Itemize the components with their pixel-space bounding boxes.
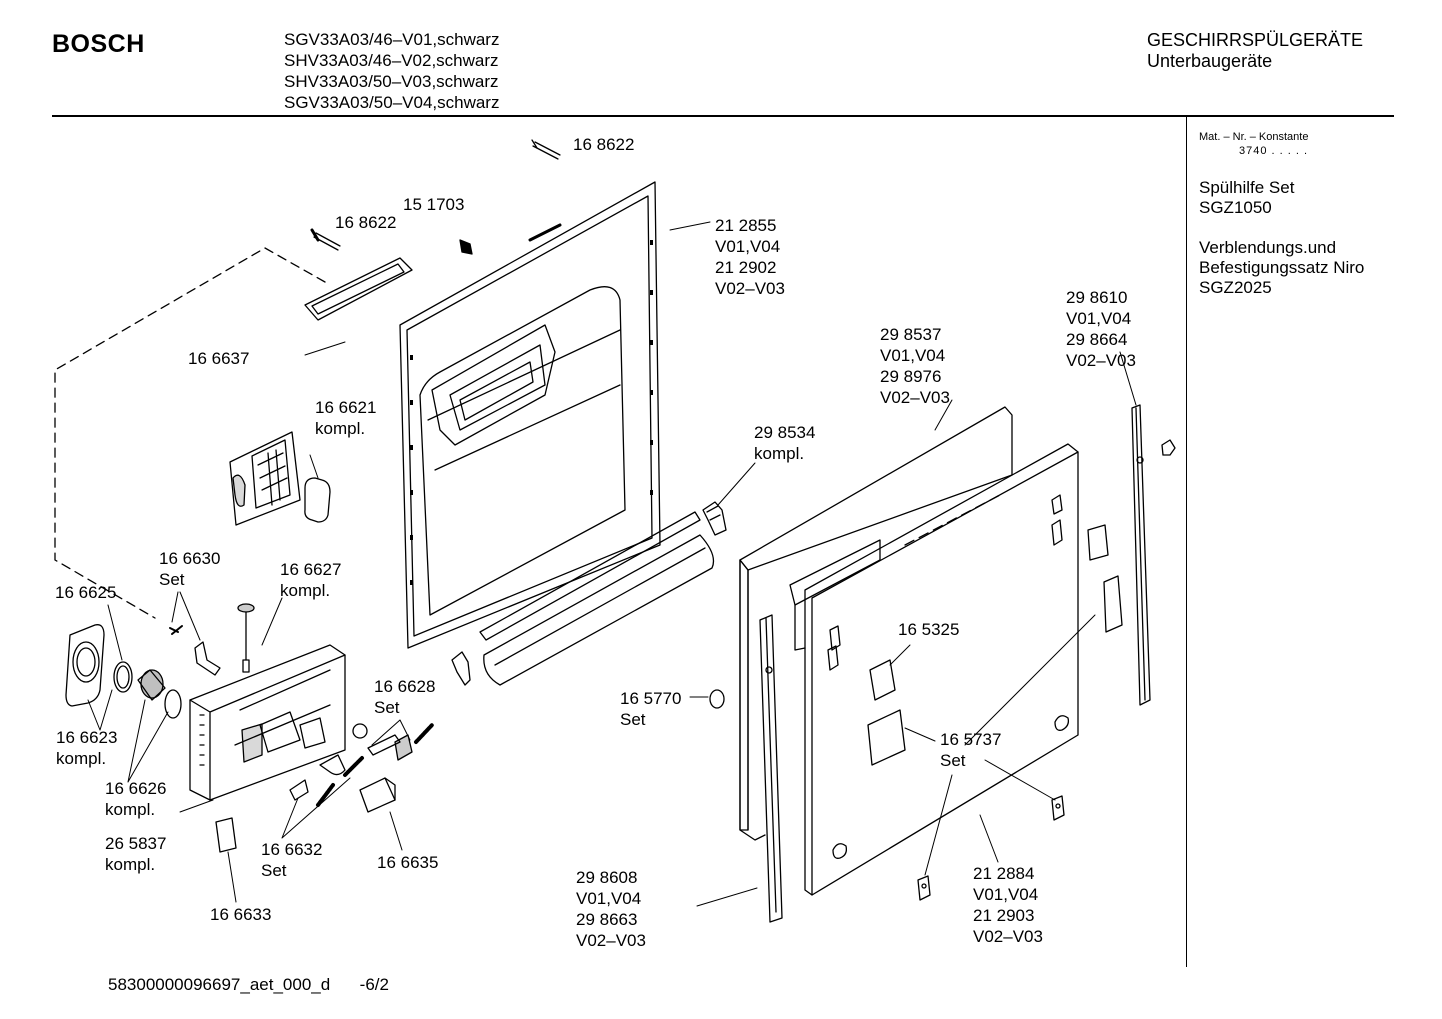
outer-door-panel <box>739 406 1013 841</box>
part-label: 16 8622 <box>573 135 635 154</box>
accessory-code: SGZ1050 <box>1199 198 1272 217</box>
dispenser-lid <box>229 431 301 526</box>
model-item: SHV33A03/46–V02,schwarz <box>284 51 499 70</box>
category-subtitle: Unterbaugeräte <box>1147 51 1273 71</box>
model-list: SGV33A03/46–V01,schwarz SHV33A03/46–V02,… <box>284 29 499 113</box>
accessory-line: Befestigungssatz Niro <box>1199 258 1365 277</box>
clip-small <box>215 817 237 853</box>
door-frame-panel <box>789 443 1079 896</box>
category-title: GESCHIRRSPÜLGERÄTE <box>1147 30 1364 50</box>
side-strip-left <box>759 614 783 923</box>
part-label: 16 6625 <box>55 583 117 602</box>
sidebar: Mat. – Nr. – Konstante 3740 . . . . . Sp… <box>1199 130 1364 298</box>
model-item: SHV33A03/50–V03,schwarz <box>284 72 499 91</box>
page-number: -6/2 <box>359 975 389 994</box>
bracket-part <box>1087 524 1123 633</box>
sidebar-divider <box>1186 117 1187 967</box>
knob-part <box>709 689 725 709</box>
part-label: 16 6637 <box>188 349 250 368</box>
footer: 58300000096697_aet_000_d -6/2 <box>108 975 389 995</box>
header-rule <box>52 115 1394 117</box>
screw-icon <box>459 239 473 255</box>
side-strip-right <box>1131 404 1151 706</box>
clip-part <box>702 501 727 536</box>
part-label: 16 6633 <box>210 905 272 924</box>
part-label: Set <box>620 710 646 729</box>
spring-part <box>169 625 183 635</box>
button-part <box>237 603 255 673</box>
seal-frame <box>304 257 413 321</box>
category-block: GESCHIRRSPÜLGERÄTE Unterbaugeräte <box>1147 30 1363 72</box>
screw-icon <box>310 228 341 251</box>
accessory-line: Verblendungs.und <box>1199 238 1337 257</box>
o-ring <box>164 689 182 719</box>
model-item: SGV33A03/50–V04,schwarz <box>284 93 500 112</box>
cap-part <box>137 669 166 701</box>
assembly-dashed-line <box>54 247 326 619</box>
accessory-item: Spülhilfe Set SGZ1050 <box>1199 178 1364 218</box>
hinge-foot <box>917 795 1065 901</box>
part-label: 16 6635 <box>377 853 439 872</box>
accessory-line: Spülhilfe Set <box>1199 178 1295 197</box>
part-label: 15 1703 <box>403 195 465 214</box>
lever-part <box>194 641 221 676</box>
inner-door-panel <box>399 181 661 649</box>
hinge-clip <box>451 651 471 686</box>
accessory-item: Verblendungs.und Befestigungssatz Niro S… <box>1199 238 1364 298</box>
doc-id: 58300000096697_aet_000_d <box>108 975 331 994</box>
leader-lines <box>87 221 1137 907</box>
handle-strip <box>479 511 715 686</box>
part-label: 16 8622 <box>335 213 397 232</box>
part-label: 16 5770 <box>620 689 682 708</box>
model-item: SGV33A03/46–V01,schwarz <box>284 30 500 49</box>
brand-logo: BOSCH <box>52 30 145 58</box>
mat-label: Mat. – Nr. – Konstante <box>1199 131 1309 143</box>
screw-icon <box>531 139 561 160</box>
dispenser-cover <box>65 624 105 707</box>
small-clip-right <box>1161 439 1176 456</box>
accessory-code: SGZ2025 <box>1199 278 1272 297</box>
seal-pad <box>304 477 331 523</box>
part-label: 16 5325 <box>898 620 960 639</box>
seal-ring <box>113 661 133 693</box>
set-parts <box>289 723 434 813</box>
mat-value: 3740 . . . . . <box>1239 145 1309 157</box>
dispenser-module <box>189 644 346 801</box>
